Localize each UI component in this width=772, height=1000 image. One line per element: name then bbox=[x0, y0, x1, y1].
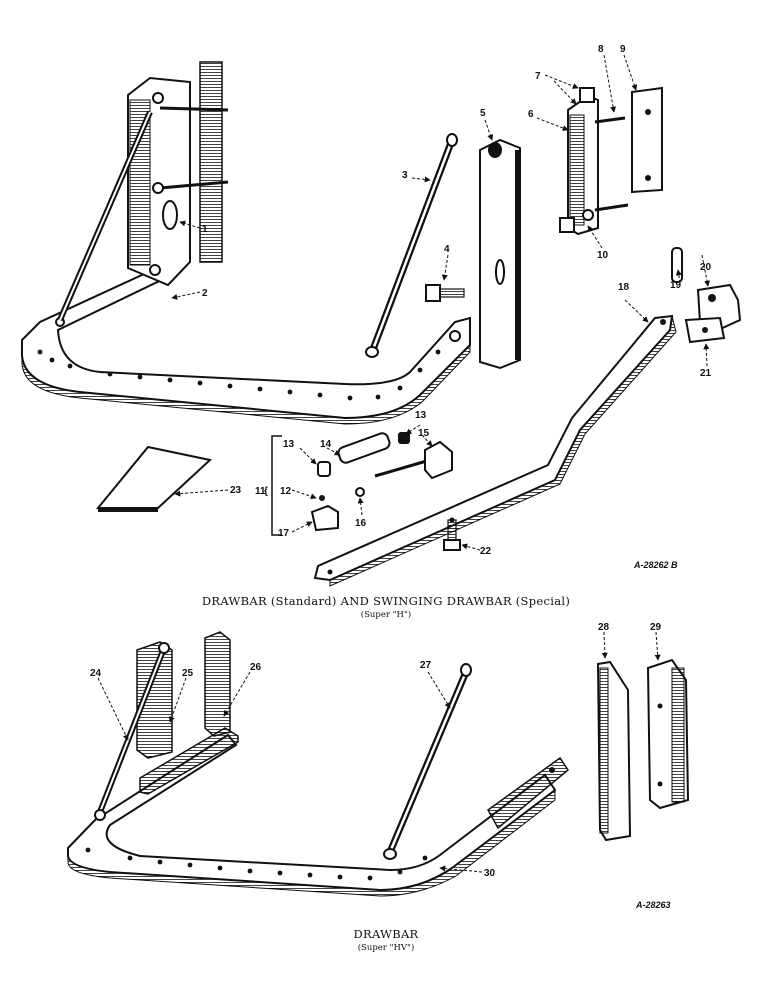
label-29: 29 bbox=[650, 622, 662, 633]
leader-arrows-1 bbox=[171, 54, 710, 551]
upright-25 bbox=[136, 641, 173, 759]
label-24: 24 bbox=[90, 668, 102, 679]
plate-number-2: A-28263 bbox=[635, 900, 671, 910]
diagram-super-h: 1 2 3 4 5 6 7 8 9 10 11 12 13 13 14 15 1… bbox=[21, 44, 742, 587]
pin-19 bbox=[671, 247, 683, 283]
caption-diagram-1: DRAWBAR (Standard) AND SWINGING DRAWBAR … bbox=[201, 594, 571, 608]
side-plate-29 bbox=[646, 658, 690, 810]
upright-26 bbox=[204, 631, 231, 737]
part-labels-2: 24 25 26 27 28 29 30 A-28263 bbox=[90, 622, 671, 910]
label-3: 3 bbox=[402, 170, 408, 181]
brace-rod-24 bbox=[94, 642, 170, 821]
subcaption-diagram-1: (Super "H") bbox=[360, 610, 412, 620]
caption-diagram-2: DRAWBAR bbox=[353, 927, 419, 941]
label-22: 22 bbox=[480, 546, 492, 557]
label-13a: 13 bbox=[283, 439, 295, 450]
label-4: 4 bbox=[444, 244, 450, 255]
label-15: 15 bbox=[418, 428, 430, 439]
wedge-plate-23 bbox=[95, 445, 213, 509]
subcaption-diagram-2: (Super "HV") bbox=[357, 943, 415, 953]
diagram-super-hv: 24 25 26 27 28 29 30 A-28263 bbox=[67, 622, 690, 910]
svg-text:{: { bbox=[264, 486, 268, 497]
label-13b: 13 bbox=[415, 410, 427, 421]
label-9: 9 bbox=[620, 44, 626, 55]
bolt-22 bbox=[443, 519, 461, 551]
clamp-assembly bbox=[559, 87, 629, 236]
label-20: 20 bbox=[700, 262, 712, 273]
part-labels-1: 1 2 3 4 5 6 7 8 9 10 11 12 13 13 14 15 1… bbox=[202, 44, 712, 570]
label-10: 10 bbox=[597, 250, 609, 261]
label-6: 6 bbox=[528, 109, 534, 120]
label-5: 5 bbox=[480, 108, 486, 119]
label-2: 2 bbox=[202, 288, 208, 299]
drawbar-frame-30 bbox=[67, 733, 569, 897]
label-7: 7 bbox=[535, 71, 541, 82]
label-23: 23 bbox=[230, 485, 242, 496]
label-18: 18 bbox=[618, 282, 630, 293]
label-16: 16 bbox=[355, 518, 367, 529]
label-1: 1 bbox=[202, 224, 208, 235]
label-19: 19 bbox=[670, 280, 682, 291]
plate-number-1: A-28262 B bbox=[633, 560, 678, 570]
brace-rod-3 bbox=[365, 133, 458, 358]
leader-arrows-2 bbox=[97, 631, 661, 873]
label-12: 12 bbox=[280, 486, 292, 497]
label-27: 27 bbox=[420, 660, 432, 671]
brace-rod-27 bbox=[383, 663, 472, 860]
label-21: 21 bbox=[700, 368, 712, 379]
side-plate-28 bbox=[596, 660, 632, 842]
label-26: 26 bbox=[250, 662, 262, 673]
hitch-parts-group bbox=[271, 432, 453, 536]
label-11: 11 bbox=[255, 486, 266, 497]
swivel-yoke bbox=[684, 283, 742, 344]
left-bracket bbox=[127, 61, 229, 287]
side-plate-5 bbox=[479, 138, 521, 370]
label-28: 28 bbox=[598, 622, 610, 633]
label-17: 17 bbox=[278, 528, 290, 539]
bolt-4 bbox=[425, 284, 465, 302]
label-8: 8 bbox=[598, 44, 604, 55]
label-25: 25 bbox=[182, 668, 194, 679]
drawbar-u-frame bbox=[21, 260, 471, 425]
label-14: 14 bbox=[320, 439, 332, 450]
clamp-bar-9 bbox=[631, 86, 663, 194]
label-30: 30 bbox=[484, 868, 496, 879]
